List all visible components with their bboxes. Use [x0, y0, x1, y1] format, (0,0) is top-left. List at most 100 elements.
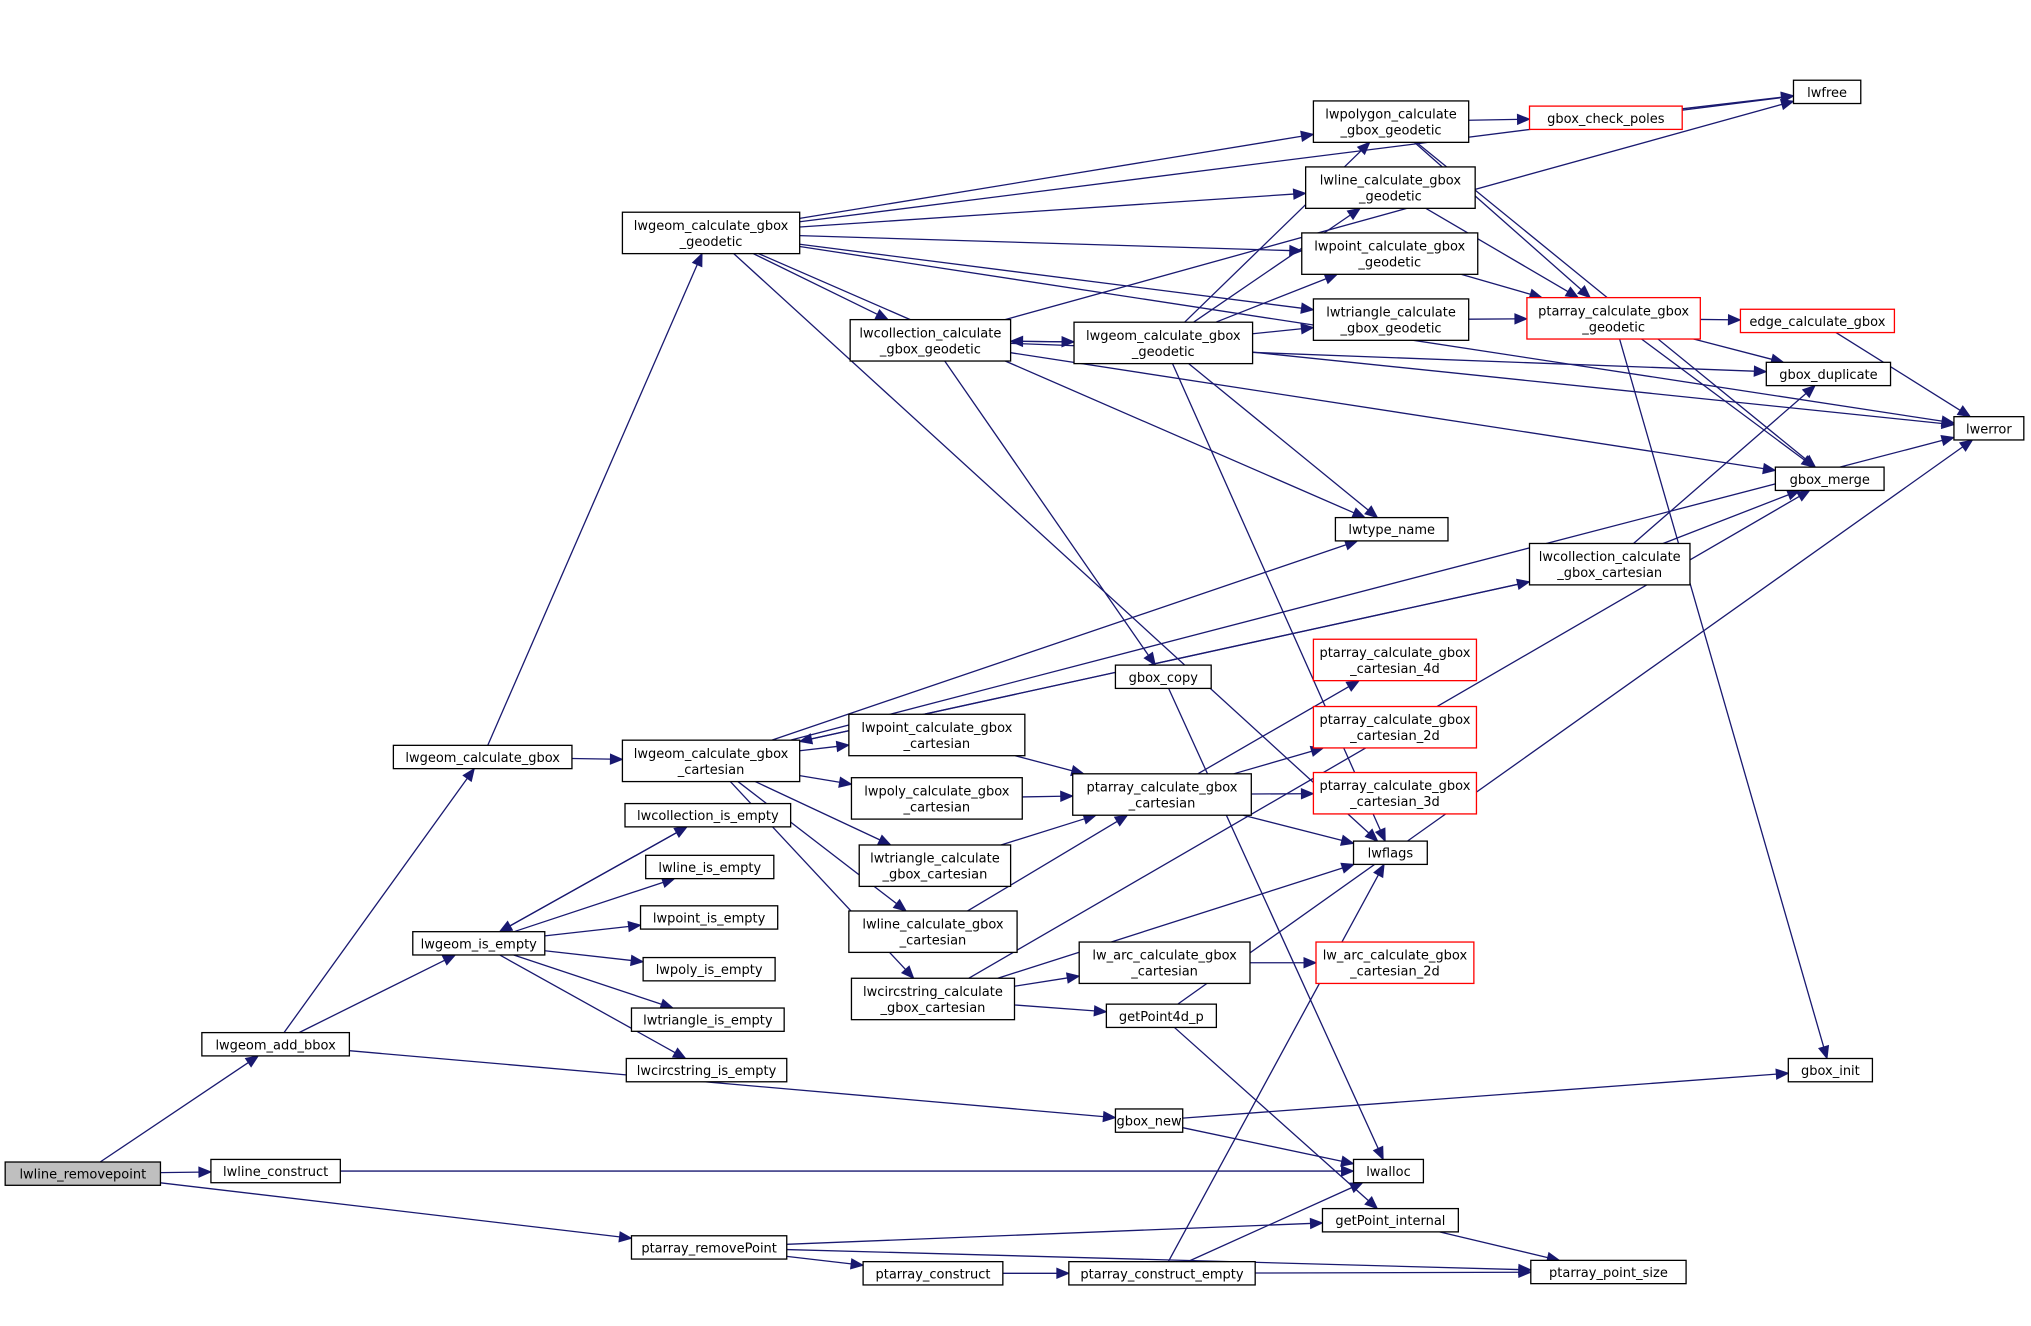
node-box[interactable] [621, 211, 801, 255]
node-box[interactable] [1312, 771, 1478, 815]
node-lwalloc[interactable]: lwalloc [1352, 1158, 1425, 1184]
node-gbox_duplicate[interactable]: gbox_duplicate [1765, 361, 1892, 387]
node-lwtriangle_calculate_gbox_geodetic[interactable]: lwtriangle_calculate_gbox_geodetic [1312, 298, 1470, 341]
node-gbox_check_poles[interactable]: gbox_check_poles [1528, 105, 1683, 131]
node-lwtype_name[interactable]: lwtype_name [1334, 516, 1449, 542]
node-box[interactable] [1312, 638, 1478, 682]
node-box[interactable] [621, 739, 801, 783]
node-lwline_construct[interactable]: lwline_construct [210, 1158, 341, 1184]
node-lwgeom_calculate_gbox_geodetic[interactable]: lwgeom_calculate_gbox_geodetic [1073, 321, 1254, 365]
node-lwgeom_calculate_gbox_cartesian[interactable]: lwgeom_calculate_gbox_cartesian [621, 739, 801, 783]
node-box[interactable] [210, 1158, 341, 1184]
node-lwpoint_calculate_gbox_geodetic[interactable]: lwpoint_calculate_gbox_geodetic [1301, 232, 1479, 275]
node-lwtriangle_calculate_gbox_cartesian[interactable]: lwtriangle_calculate_gbox_cartesian [858, 844, 1012, 888]
node-box[interactable] [1526, 296, 1701, 340]
node-lwline_calculate_gbox_geodetic[interactable]: lwline_calculate_gbox_geodetic [1304, 166, 1476, 209]
node-box[interactable] [1301, 232, 1479, 275]
node-box[interactable] [1334, 516, 1449, 542]
node-box[interactable] [1352, 840, 1428, 866]
node-box[interactable] [1114, 1108, 1184, 1133]
node-lwflags[interactable]: lwflags [1352, 840, 1428, 866]
node-lwgeom_is_empty[interactable]: lwgeom_is_empty [412, 931, 546, 956]
node-lwgeom_calculate_gbox_geodetic_outer[interactable]: lwgeom_calculate_gbox_geodetic [621, 211, 801, 255]
node-box[interactable] [1105, 1003, 1218, 1029]
node-ptarray_calculate_gbox_cartesian_3d[interactable]: ptarray_calculate_gbox_cartesian_3d [1312, 771, 1478, 815]
node-lw_arc_calculate_gbox_cartesian_2d[interactable]: lw_arc_calculate_gbox_cartesian_2d [1315, 941, 1475, 985]
node-box[interactable] [1774, 466, 1885, 492]
node-lwpoly_calculate_gbox_cartesian[interactable]: lwpoly_calculate_gbox_cartesian [850, 777, 1023, 820]
node-ptarray_calculate_gbox_cartesian[interactable]: ptarray_calculate_gbox_cartesian [1072, 773, 1252, 816]
node-box[interactable] [1792, 79, 1862, 105]
node-ptarray_construct[interactable]: ptarray_construct [862, 1261, 1004, 1286]
node-lwpolygon_calculate_gbox_geodetic[interactable]: lwpolygon_calculate_gbox_geodetic [1312, 100, 1470, 143]
node-box[interactable] [630, 1007, 785, 1032]
node-box[interactable] [1304, 166, 1476, 209]
node-lw_arc_calculate_gbox_cartesian[interactable]: lw_arc_calculate_gbox_cartesian [1078, 941, 1251, 985]
node-box[interactable] [1073, 321, 1254, 365]
node-box[interactable] [1787, 1057, 1874, 1083]
node-lwfree[interactable]: lwfree [1792, 79, 1862, 105]
node-box[interactable] [1114, 664, 1212, 690]
node-lwerror[interactable]: lwerror [1953, 416, 2025, 441]
node-lwpoint_calculate_gbox_cartesian[interactable]: lwpoint_calculate_gbox_cartesian [848, 713, 1026, 757]
node-gbox_merge[interactable]: gbox_merge [1774, 466, 1885, 492]
node-gbox_init[interactable]: gbox_init [1787, 1057, 1874, 1083]
node-ptarray_construct_empty[interactable]: ptarray_construct_empty [1068, 1261, 1256, 1286]
node-box[interactable] [1530, 1259, 1687, 1285]
node-box[interactable] [1072, 773, 1252, 816]
node-lwline_calculate_gbox_cartesian[interactable]: lwline_calculate_gbox_cartesian [848, 910, 1018, 954]
node-box[interactable] [1953, 416, 2025, 441]
node-edge_calculate_gbox[interactable]: edge_calculate_gbox [1739, 308, 1896, 334]
node-ptarray_point_size[interactable]: ptarray_point_size [1530, 1259, 1687, 1285]
node-box[interactable] [1352, 1158, 1425, 1184]
node-lwcollection_calculate_gbox_cartesian[interactable]: lwcollection_calculate_gbox_cartesian [1528, 542, 1691, 586]
node-box[interactable] [1528, 105, 1683, 131]
node-box[interactable] [1765, 361, 1892, 387]
node-box[interactable] [1739, 308, 1896, 334]
node-lwcircstring_is_empty[interactable]: lwcircstring_is_empty [625, 1057, 788, 1083]
node-lwcollection_calculate_gbox_geodetic[interactable]: lwcollection_calculate_gbox_geodetic [849, 318, 1012, 362]
node-box[interactable] [639, 905, 779, 930]
node-ptarray_calculate_gbox_geodetic[interactable]: ptarray_calculate_gbox_geodetic [1526, 296, 1701, 340]
node-box[interactable] [1312, 100, 1470, 143]
node-getPoint4d_p[interactable]: getPoint4d_p [1105, 1003, 1218, 1029]
node-lwline_is_empty[interactable]: lwline_is_empty [645, 854, 775, 880]
node-box[interactable] [624, 802, 792, 828]
node-box[interactable] [849, 318, 1012, 362]
node-lwtriangle_is_empty[interactable]: lwtriangle_is_empty [630, 1007, 785, 1032]
node-ptarray_removePoint[interactable]: ptarray_removePoint [630, 1235, 788, 1260]
node-box[interactable] [862, 1261, 1004, 1286]
node-lwpoly_is_empty[interactable]: lwpoly_is_empty [642, 956, 776, 982]
node-ptarray_calculate_gbox_cartesian_4d[interactable]: ptarray_calculate_gbox_cartesian_4d [1312, 638, 1478, 682]
node-box[interactable] [850, 977, 1016, 1021]
node-box[interactable] [848, 910, 1018, 954]
node-lwline_removepoint[interactable]: lwline_removepoint [4, 1161, 162, 1186]
node-box[interactable] [625, 1057, 788, 1083]
node-box[interactable] [1528, 542, 1691, 586]
node-box[interactable] [848, 713, 1026, 757]
node-box[interactable] [201, 1031, 351, 1057]
node-lwgeom_calculate_gbox[interactable]: lwgeom_calculate_gbox [392, 744, 573, 770]
node-box[interactable] [1312, 705, 1478, 749]
node-lwpoint_is_empty[interactable]: lwpoint_is_empty [639, 905, 779, 930]
node-lwgeom_add_bbox[interactable]: lwgeom_add_bbox [201, 1031, 351, 1057]
node-box[interactable] [1315, 941, 1475, 985]
node-box[interactable] [642, 956, 776, 982]
node-box[interactable] [630, 1235, 788, 1260]
node-box[interactable] [1321, 1207, 1459, 1233]
node-box[interactable] [412, 931, 546, 956]
node-ptarray_calculate_gbox_cartesian_2d[interactable]: ptarray_calculate_gbox_cartesian_2d [1312, 705, 1478, 749]
node-box[interactable] [858, 844, 1012, 888]
node-box[interactable] [1312, 298, 1470, 341]
node-gbox_new[interactable]: gbox_new [1114, 1108, 1184, 1133]
node-gbox_copy[interactable]: gbox_copy [1114, 664, 1212, 690]
node-getPoint_internal[interactable]: getPoint_internal [1321, 1207, 1459, 1233]
node-lwcircstring_calculate_gbox_cartesian[interactable]: lwcircstring_calculate_gbox_cartesian [850, 977, 1016, 1021]
node-box[interactable] [392, 744, 573, 770]
node-box[interactable] [645, 854, 775, 880]
node-box[interactable] [1068, 1261, 1256, 1286]
node-box[interactable] [1078, 941, 1251, 985]
node-lwcollection_is_empty[interactable]: lwcollection_is_empty [624, 802, 792, 828]
node-box[interactable] [850, 777, 1023, 820]
node-box[interactable] [4, 1161, 162, 1186]
